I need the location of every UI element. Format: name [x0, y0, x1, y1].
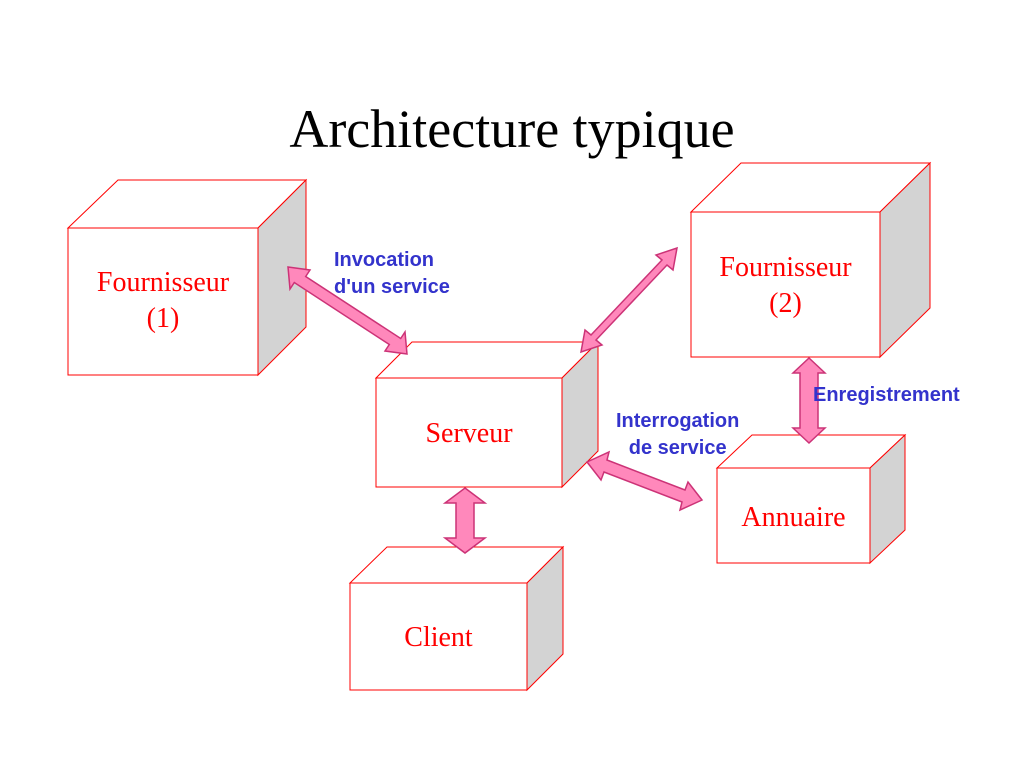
- arrow-enregistrement: [791, 356, 827, 445]
- invocation-line-2: d'un service: [334, 276, 450, 298]
- fournisseur-1-name: Fournisseur: [96, 267, 230, 298]
- client-label: Client: [404, 622, 473, 653]
- fournisseur-2-name: Fournisseur: [719, 252, 852, 283]
- box-fournisseur-2: [689, 161, 932, 359]
- slide-title: Architecture typique: [289, 99, 735, 159]
- arrow-fournisseur2-serveur: [580, 246, 678, 354]
- annuaire-label: Annuaire: [741, 502, 846, 533]
- box-front-face: [716, 467, 871, 564]
- box-top-face: [374, 341, 600, 379]
- box-fournisseur-1: [66, 178, 308, 377]
- box-top-face: [348, 546, 565, 584]
- fournisseur-1-number: (1): [146, 303, 180, 335]
- box-front-face: [375, 377, 563, 488]
- interrogation-label: Interrogation de service: [616, 408, 739, 462]
- serveur-label: Serveur: [425, 418, 513, 449]
- box-front-face: [690, 211, 881, 358]
- invocation-label: Invocation d'un service: [334, 247, 450, 301]
- box-front-face: [349, 582, 528, 691]
- interrogation-line-2: de service: [628, 437, 727, 459]
- fournisseur-2-label: Fournisseur (2): [691, 250, 880, 323]
- fournisseur-2-number: (2): [769, 288, 802, 320]
- box-annuaire: [715, 433, 907, 565]
- enregistrement-label: Enregistrement: [813, 384, 960, 406]
- arrow-invocation: [287, 266, 408, 355]
- interrogation-line-1: Interrogation: [616, 410, 740, 432]
- fournisseur-1-label: Fournisseur (1): [68, 265, 258, 338]
- box-client: [348, 545, 565, 692]
- arrow-client-serveur: [442, 487, 488, 554]
- box-serveur: [374, 340, 600, 489]
- box-front-face: [67, 227, 259, 376]
- arrow-interrogation: [585, 450, 704, 512]
- invocation-line-1: Invocation: [334, 249, 435, 271]
